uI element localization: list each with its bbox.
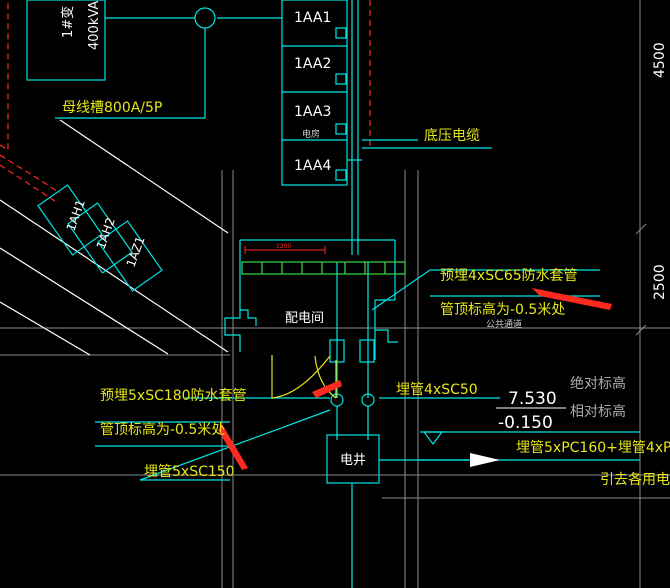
dimension-2500: 2500 bbox=[652, 264, 668, 300]
electric-well-label: 电井 bbox=[340, 453, 366, 468]
diagonal-walls bbox=[0, 119, 229, 356]
lead-note-label: 引去各用电点 bbox=[600, 472, 670, 488]
elevation-absolute-value: 7.530 bbox=[508, 389, 557, 409]
transformer-name: 1#变 bbox=[60, 6, 76, 38]
panel-label-1: 1AA1 bbox=[294, 10, 331, 26]
panel-label-3: 1AA3 bbox=[294, 104, 331, 120]
annotation-right-line2: 管顶标高为-0.5米处 bbox=[440, 301, 565, 318]
arrow-right-annotation bbox=[532, 288, 612, 310]
dimension-4500: 4500 bbox=[652, 42, 668, 78]
public-corridor-label: 公共通道 bbox=[486, 318, 522, 330]
annotation-right-line1: 预埋4xSC65防水套管 bbox=[440, 268, 578, 284]
arrow-left-annotation bbox=[218, 424, 248, 470]
panel-room-label: 电房 bbox=[302, 128, 320, 140]
elevation-absolute-label: 绝对标高 bbox=[570, 375, 626, 392]
elevation-relative-label: 相对标高 bbox=[570, 403, 626, 420]
door-swing bbox=[271, 355, 337, 399]
red-dimension bbox=[244, 246, 326, 254]
annotation-left-line1: 预埋5xSC180防水套管 bbox=[100, 388, 247, 404]
distribution-room-label: 配电间 bbox=[285, 311, 324, 326]
cyan-geometry bbox=[26, 0, 640, 588]
arrow-door bbox=[312, 380, 342, 398]
elevation-relative-value: -0.150 bbox=[498, 413, 553, 433]
busway-label: 母线槽800A/5P bbox=[62, 100, 162, 116]
red-arrows bbox=[218, 288, 612, 470]
green-busbar bbox=[241, 261, 406, 275]
rotated-panel-1: 1AH1 bbox=[64, 198, 88, 233]
white-arrow bbox=[470, 453, 500, 467]
panel-label-2: 1AA2 bbox=[294, 56, 331, 72]
red-dashed-cables bbox=[0, 0, 371, 202]
rotated-panel-3: 1AZ1 bbox=[124, 234, 148, 269]
transformer-rating: 400kVA bbox=[87, 1, 102, 50]
buried-sc50-label: 埋管4xSC50 bbox=[396, 382, 478, 398]
buried-pc-label: 埋管5xPC160+埋管4xP bbox=[516, 440, 670, 456]
rotated-panel-2: 1AH2 bbox=[94, 216, 118, 251]
panel-label-4: 1AA4 bbox=[294, 158, 331, 174]
low-voltage-cable-label: 底压电缆 bbox=[424, 128, 480, 144]
annotation-left-line2: 管顶标高为-0.5米处 bbox=[100, 421, 225, 438]
buried-sc150-label: 埋管5xSC150 bbox=[144, 464, 235, 480]
dimension-small: 1200 bbox=[276, 243, 291, 250]
